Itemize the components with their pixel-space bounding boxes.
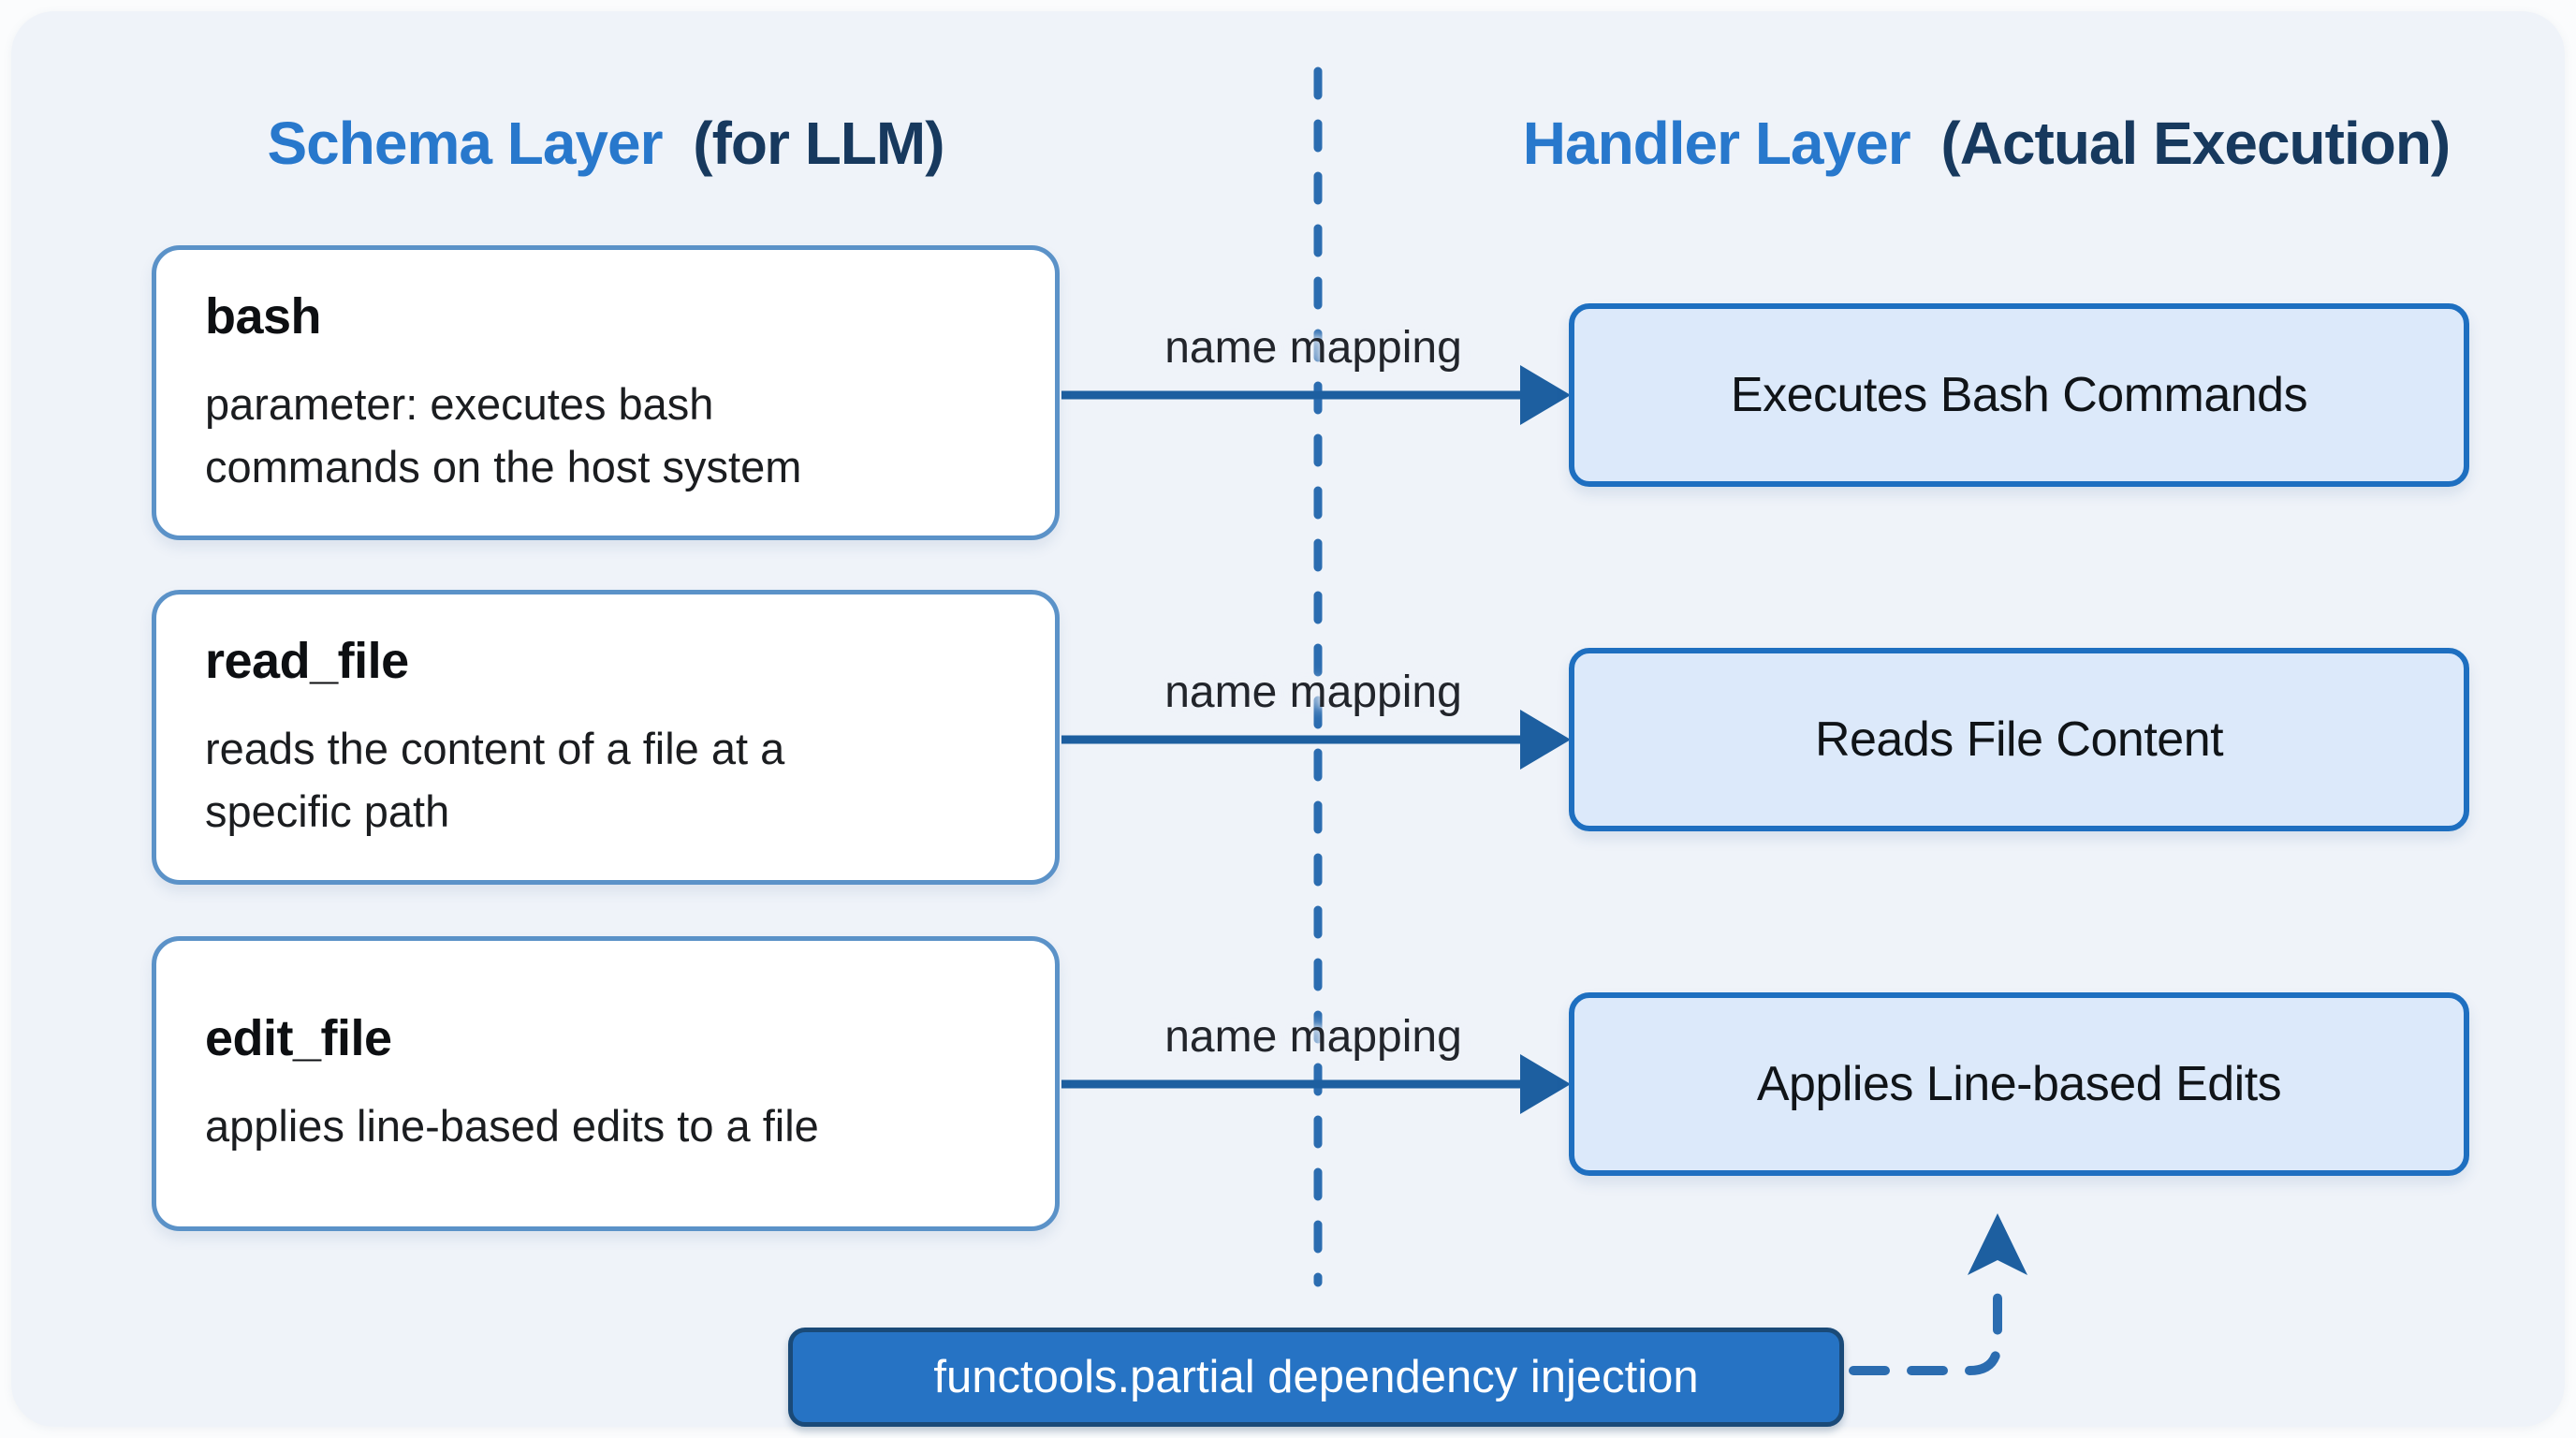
name-mapping-label-1: name mapping <box>1164 323 1462 373</box>
schema-layer-title-main: Schema Layer <box>267 110 663 177</box>
handler-box-executes-bash: Executes Bash Commands <box>1569 303 2469 487</box>
tool-description: reads the content of a file at a specifi… <box>205 718 1006 843</box>
handler-box-label: Executes Bash Commands <box>1730 368 2308 422</box>
name-mapping-label-2: name mapping <box>1164 668 1462 717</box>
schema-box-read-file: read_file reads the content of a file at… <box>152 590 1060 885</box>
schema-box-bash: bash parameter: executes bash commands o… <box>152 245 1060 540</box>
tool-name: edit_file <box>205 1010 392 1067</box>
arrowhead-right-icon <box>1520 710 1571 770</box>
tool-description-line: parameter: executes bash <box>205 378 714 429</box>
handler-layer-title-suffix: (Actual Execution) <box>1940 110 2451 177</box>
handler-box-reads-file: Reads File Content <box>1569 648 2469 831</box>
arrowhead-right-icon <box>1520 365 1571 425</box>
name-mapping-arrow-1 <box>1061 365 1571 425</box>
tool-name: read_file <box>205 632 409 689</box>
tool-description-line: specific path <box>205 785 450 836</box>
schema-layer-title-suffix: (for LLM) <box>693 110 944 177</box>
tool-name: bash <box>205 287 322 345</box>
diagram-card: Schema Layer (for LLM) Handler Layer (Ac… <box>11 11 2565 1427</box>
injection-arrow <box>1849 1213 2027 1375</box>
arrowhead-right-icon <box>1520 1054 1571 1114</box>
injection-box-label: functools.partial dependency injection <box>933 1352 1699 1402</box>
handler-layer-title: Handler Layer (Actual Execution) <box>1471 101 2501 185</box>
handler-box-label: Applies Line-based Edits <box>1756 1057 2282 1111</box>
name-mapping-label-3: name mapping <box>1164 1012 1462 1062</box>
schema-layer-title: Schema Layer (for LLM) <box>152 101 1060 185</box>
handler-box-label: Reads File Content <box>1814 712 2224 767</box>
tool-description: parameter: executes bash commands on the… <box>205 374 1006 498</box>
arrowhead-up-icon <box>1968 1213 2027 1275</box>
tool-description: applies line-based edits to a file <box>205 1095 1006 1158</box>
tool-description-line: commands on the host system <box>205 441 802 492</box>
schema-box-edit-file: edit_file applies line-based edits to a … <box>152 936 1060 1231</box>
name-mapping-arrow-3 <box>1061 1054 1571 1114</box>
handler-layer-title-main: Handler Layer <box>1522 110 1911 177</box>
tool-description-line: reads the content of a file at a <box>205 723 785 773</box>
name-mapping-arrow-2 <box>1061 710 1571 770</box>
handler-box-applies-edits: Applies Line-based Edits <box>1569 992 2469 1176</box>
functools-partial-injection-box: functools.partial dependency injection <box>788 1328 1844 1427</box>
tool-description-line: applies line-based edits to a file <box>205 1101 819 1152</box>
